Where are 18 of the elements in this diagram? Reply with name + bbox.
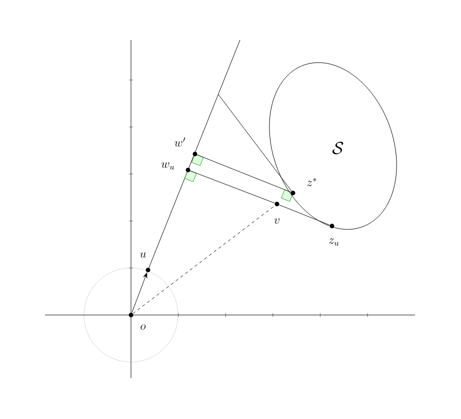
line bbox=[190, 170, 275, 204]
point bbox=[128, 312, 134, 318]
point-label: $o$ bbox=[140, 324, 146, 330]
point bbox=[186, 168, 190, 172]
point bbox=[146, 268, 150, 272]
line bbox=[132, 272, 148, 313]
point-label: $w_u$ bbox=[161, 162, 174, 170]
point bbox=[274, 202, 280, 206]
line bbox=[197, 154, 291, 192]
line bbox=[279, 204, 330, 226]
point-label: $z_u$ bbox=[329, 238, 339, 246]
point-label: $z^*$ bbox=[307, 178, 316, 186]
point bbox=[192, 152, 198, 156]
point-label: $u$ bbox=[140, 252, 146, 258]
point-label: $w'$ bbox=[174, 138, 186, 147]
line bbox=[132, 205, 276, 314]
point-label: $v$ bbox=[274, 218, 280, 224]
line bbox=[218, 94, 294, 194]
